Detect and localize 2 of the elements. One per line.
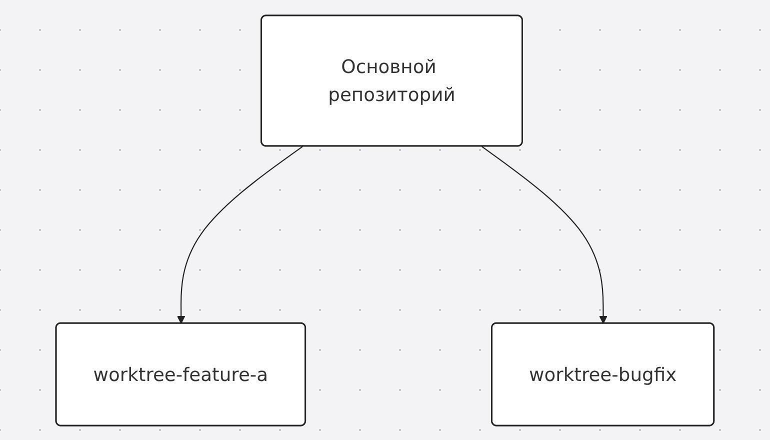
arrow	[177, 145, 304, 324]
arrow	[481, 145, 608, 324]
